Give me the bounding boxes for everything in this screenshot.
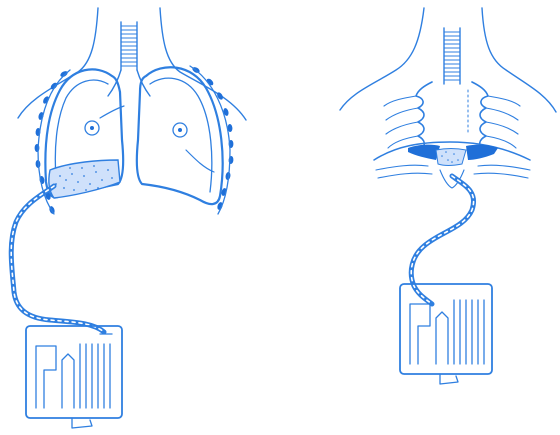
right-panel (340, 8, 556, 384)
pleural-effusion (49, 160, 120, 198)
left-panel (11, 8, 246, 428)
diaphragm-right (374, 142, 530, 188)
rib-cage-right (384, 82, 520, 150)
lung-right-side (137, 67, 223, 204)
drainage-tube-left (11, 186, 104, 332)
torso-outline-left (18, 8, 246, 120)
trachea-left (108, 22, 150, 96)
drainage-device-left (26, 326, 122, 428)
drainage-device-right (400, 284, 492, 384)
trachea-right (444, 28, 460, 84)
